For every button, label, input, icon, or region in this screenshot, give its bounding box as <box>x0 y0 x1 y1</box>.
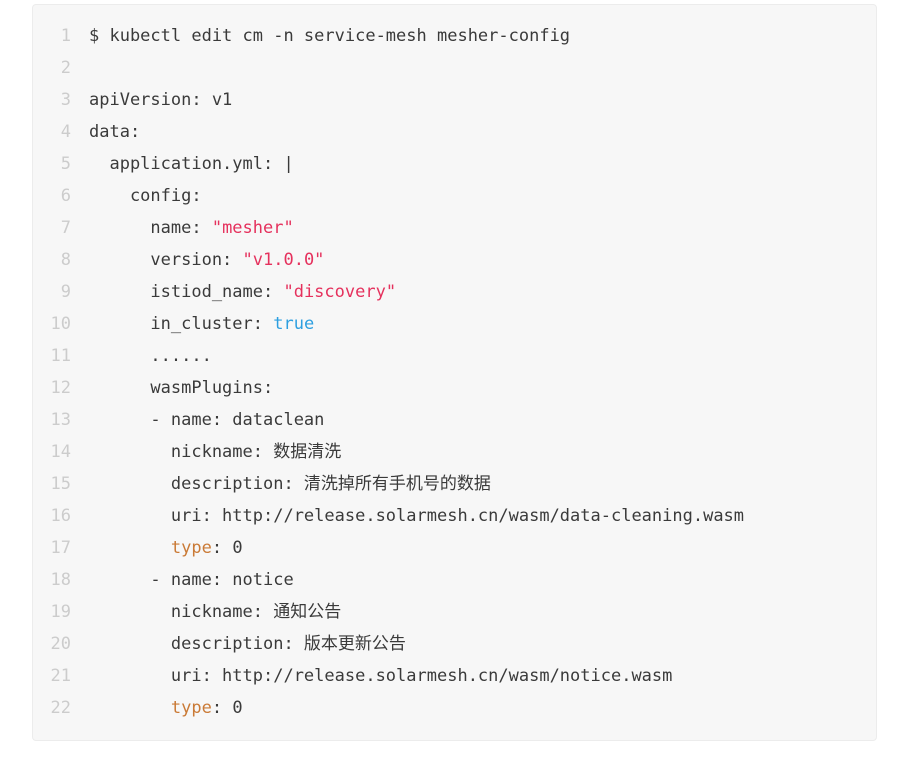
code-line: 8 version: "v1.0.0" <box>33 244 866 276</box>
code-line: 11 ...... <box>33 340 866 372</box>
code-text: config: <box>71 180 866 212</box>
line-number: 19 <box>50 602 71 622</box>
code-line: 20 description: 版本更新公告 <box>33 628 866 660</box>
code-text: wasmPlugins: <box>71 372 866 404</box>
code-line: 9 istiod_name: "discovery" <box>33 276 866 308</box>
code-line: 19 nickname: 通知公告 <box>33 596 866 628</box>
code-segment-literal: true <box>273 314 315 334</box>
code-text: uri: http://release.solarmesh.cn/wasm/da… <box>71 500 866 532</box>
code-block: 1 $ kubectl edit cm -n service-mesh meshe… <box>32 4 877 741</box>
code-segment-plain: wasmPlugins: <box>89 378 274 398</box>
code-line: 10 in_cluster: true <box>33 308 866 340</box>
code-segment-plain: in_cluster: <box>89 314 274 334</box>
line-number: 14 <box>50 442 71 462</box>
code-segment-plain <box>89 538 171 558</box>
code-text: type: 0 <box>71 692 866 724</box>
line-number: 21 <box>50 666 71 686</box>
code-segment-plain: description: 清洗掉所有手机号的数据 <box>89 474 491 494</box>
line-number: 17 <box>50 538 71 558</box>
code-line: 2 <box>33 52 866 84</box>
code-line: 18 - name: notice <box>33 564 866 596</box>
code-segment-plain: $ kubectl edit cm -n service-mesh mesher… <box>89 26 571 46</box>
code-text: uri: http://release.solarmesh.cn/wasm/no… <box>71 660 866 692</box>
code-segment-plain: - name: notice <box>89 570 294 590</box>
code-text <box>71 52 866 84</box>
code-segment-string: "discovery" <box>283 282 397 302</box>
code-line: 1 $ kubectl edit cm -n service-mesh meshe… <box>33 20 866 52</box>
line-number: 4 <box>60 122 71 142</box>
code-segment-plain: : 0 <box>211 538 243 558</box>
code-segment-plain <box>89 698 171 718</box>
code-text: version: "v1.0.0" <box>71 244 866 276</box>
code-text: application.yml: | <box>71 148 866 180</box>
line-number: 18 <box>50 570 71 590</box>
code-segment-plain: apiVersion: v1 <box>89 90 233 110</box>
code-segment-string: "v1.0.0" <box>242 250 325 270</box>
line-number: 2 <box>60 58 71 78</box>
code-text: data: <box>71 116 866 148</box>
code-text: in_cluster: true <box>71 308 866 340</box>
line-number: 3 <box>60 90 71 110</box>
code-segment-plain: istiod_name: <box>89 282 284 302</box>
line-number: 15 <box>50 474 71 494</box>
code-text: - name: dataclean <box>71 404 866 436</box>
code-line: 21 uri: http://release.solarmesh.cn/wasm… <box>33 660 866 692</box>
code-segment-string: "mesher" <box>211 218 294 238</box>
code-segment-plain: description: 版本更新公告 <box>89 634 406 654</box>
code-text: name: "mesher" <box>71 212 866 244</box>
code-segment-plain: : 0 <box>211 698 243 718</box>
code-segment-keyword: type <box>170 538 212 558</box>
code-line: 14 nickname: 数据清洗 <box>33 436 866 468</box>
code-text: nickname: 数据清洗 <box>71 436 866 468</box>
code-text: description: 清洗掉所有手机号的数据 <box>71 468 866 500</box>
code-segment-plain: uri: http://release.solarmesh.cn/wasm/da… <box>89 506 745 526</box>
code-line: 5 application.yml: | <box>33 148 866 180</box>
line-number: 6 <box>60 186 71 206</box>
code-text: description: 版本更新公告 <box>71 628 866 660</box>
code-segment-plain: nickname: 通知公告 <box>89 602 342 622</box>
line-number: 8 <box>60 250 71 270</box>
line-number: 11 <box>50 346 71 366</box>
code-text: ...... <box>71 340 866 372</box>
line-number: 5 <box>60 154 71 174</box>
code-segment-plain: name: <box>89 218 212 238</box>
code-text: $ kubectl edit cm -n service-mesh mesher… <box>71 20 866 52</box>
line-number: 7 <box>60 218 71 238</box>
code-segment-plain: - name: dataclean <box>89 410 325 430</box>
code-line: 15 description: 清洗掉所有手机号的数据 <box>33 468 866 500</box>
code-segment-plain: version: <box>89 250 243 270</box>
code-segment-plain: uri: http://release.solarmesh.cn/wasm/no… <box>89 666 673 686</box>
code-line: 22 type: 0 <box>33 692 866 724</box>
code-lines: 1 $ kubectl edit cm -n service-mesh meshe… <box>33 20 866 724</box>
code-segment-plain: config: <box>89 186 202 206</box>
code-segment-plain: data: <box>89 122 141 142</box>
line-number: 13 <box>50 410 71 430</box>
code-text: type: 0 <box>71 532 866 564</box>
code-line: 13 - name: dataclean <box>33 404 866 436</box>
line-number: 12 <box>50 378 71 398</box>
code-line: 6 config: <box>33 180 866 212</box>
code-line: 3 apiVersion: v1 <box>33 84 866 116</box>
line-number: 9 <box>60 282 71 302</box>
code-segment-plain: application.yml: | <box>89 154 294 174</box>
code-line: 17 type: 0 <box>33 532 866 564</box>
code-text: nickname: 通知公告 <box>71 596 866 628</box>
code-line: 4 data: <box>33 116 866 148</box>
line-number: 1 <box>60 26 71 46</box>
line-number: 22 <box>50 698 71 718</box>
code-text: istiod_name: "discovery" <box>71 276 866 308</box>
code-line: 12 wasmPlugins: <box>33 372 866 404</box>
code-segment-plain: ...... <box>89 346 212 366</box>
code-segment-keyword: type <box>170 698 212 718</box>
code-text: - name: notice <box>71 564 866 596</box>
code-text: apiVersion: v1 <box>71 84 866 116</box>
code-line: 7 name: "mesher" <box>33 212 866 244</box>
line-number: 10 <box>50 314 71 334</box>
line-number: 16 <box>50 506 71 526</box>
code-line: 16 uri: http://release.solarmesh.cn/wasm… <box>33 500 866 532</box>
code-segment-plain: nickname: 数据清洗 <box>89 442 342 462</box>
line-number: 20 <box>50 634 71 654</box>
